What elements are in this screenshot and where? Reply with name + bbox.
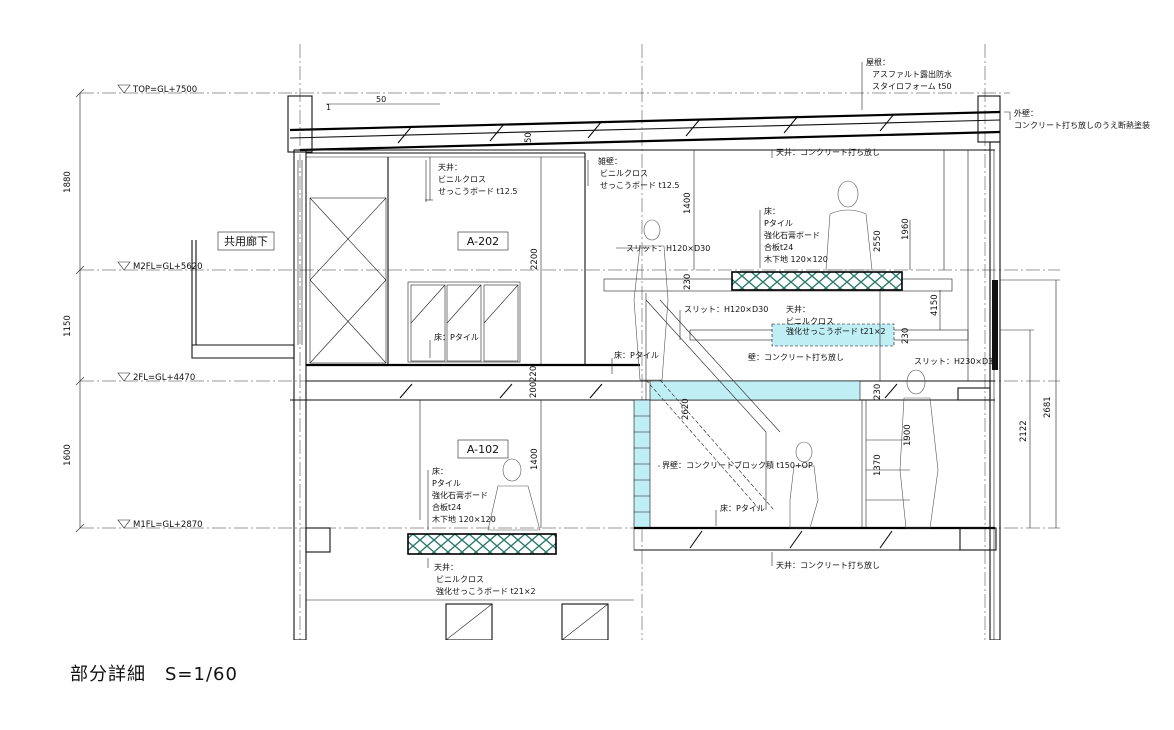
note-slit-1: スリット：H120×D30 [626, 244, 710, 253]
slab-2fl [290, 363, 995, 401]
note-floor-a102-2: 強化石膏ボード [432, 490, 488, 500]
note-ceiling-low-1: ビニルクロス [436, 575, 484, 584]
note-misc-wall-1: ビニルクロス [600, 169, 648, 178]
annotation-leaders [425, 62, 1011, 568]
level-top: TOP=GL+7500 [132, 85, 197, 95]
drawing-caption: 部分詳細 S=1/60 [70, 664, 238, 685]
note-floor-a102-3: 合板t24 [432, 502, 461, 512]
room-corridor: 共用廊下 [224, 234, 268, 248]
dim-2620: 2620 [681, 398, 691, 420]
dim-1150: 1150 [63, 315, 73, 337]
note-ceiling-a202-0: 天井： [438, 162, 462, 172]
left-dimensions: 1880 1150 1600 [63, 88, 85, 533]
note-ceiling-conc-low: 天井：コンクリート打ち放し [776, 560, 880, 570]
dimension-lines [540, 150, 1060, 528]
note-floor-upper-3: 合板t24 [764, 242, 793, 252]
note-floor-upper-2: 強化石膏ボード [764, 230, 820, 240]
dim-1370: 1370 [873, 454, 883, 476]
level-2fl: 2FL=GL+4470 [133, 373, 195, 383]
level-m1fl: M1FL=GL+2870 [133, 520, 203, 530]
dim-1600: 1600 [63, 444, 73, 466]
note-ceiling-mid-0: 天井： [786, 304, 810, 314]
room-a202: A-202 [306, 152, 586, 365]
note-floor-a102-0: 床： [432, 466, 448, 476]
note-outer-wall-1: コンクリート打ち放しのうえ断熱塗装 [1014, 120, 1150, 130]
dim-1880: 1880 [63, 171, 73, 193]
dim-50: 50 [524, 132, 534, 143]
note-wall-conc: 壁：コンクリート打ち放し [748, 352, 844, 362]
note-floor-p-a202: 床：Pタイル [434, 332, 479, 342]
note-ceiling-mid-2: 強化せっこうボード t21×2 [786, 326, 886, 336]
dim-1900: 1900 [903, 424, 913, 446]
note-floor-upper-4: 木下地 120×120 [764, 254, 828, 264]
note-floor-p-low: 床：Pタイル [720, 503, 765, 513]
note-slit-2: スリット：H120×D30 [684, 305, 768, 314]
note-roof-0: 屋根： [866, 57, 890, 67]
room-a202-label: A-202 [467, 235, 499, 248]
notes: 屋根： アスファルト露出防水 スタイロフォーム t50 外壁： コンクリート打ち… [432, 57, 1150, 596]
slab-lower: A-102 [305, 400, 997, 640]
dim-230-c: 230 [873, 384, 883, 400]
roof-slope-rise: 1 [326, 103, 331, 112]
dim-200: 200 [529, 382, 539, 398]
human-figures [487, 180, 939, 531]
note-floor-upper-0: 床： [764, 206, 780, 216]
outer-walls [293, 141, 1001, 640]
dim-2122: 2122 [1019, 420, 1029, 442]
dim-2200: 2200 [530, 248, 540, 270]
dim-2681: 2681 [1043, 396, 1053, 418]
level-m2fl: M2FL=GL+5620 [133, 262, 203, 272]
note-ceiling-conc-top: 天井：コンクリート打ち放し [776, 147, 880, 157]
note-roof-2: スタイロフォーム t50 [872, 82, 952, 91]
note-slit-3: スリット：H230×D30 [914, 357, 998, 366]
dim-230-b: 230 [901, 328, 911, 344]
level-markers: TOP=GL+7500 M2FL=GL+5620 2FL=GL+4470 M1F… [117, 84, 203, 530]
room-a102-label: A-102 [467, 443, 499, 456]
note-floor-a102-1: Pタイル [432, 479, 461, 488]
note-misc-wall-0: 雑壁： [598, 156, 622, 166]
dim-1400-top: 1400 [683, 192, 693, 214]
corridor: 共用廊下 [191, 231, 295, 359]
dim-1960: 1960 [901, 218, 911, 240]
section-drawing: TOP=GL+7500 M2FL=GL+5620 2FL=GL+4470 M1F… [63, 44, 1150, 640]
roof: 1 50 [287, 95, 1001, 153]
note-boundary-wall: 界壁：コンクリートブロック積 t150+OP [662, 460, 813, 470]
note-roof-1: アスファルト露出防水 [872, 69, 952, 79]
note-ceiling-a202-2: せっこうボード t12.5 [438, 187, 518, 196]
note-outer-wall-0: 外壁： [1014, 108, 1038, 118]
note-ceiling-mid-1: ビニルクロス [786, 317, 834, 326]
dim-230-a: 230 [683, 274, 693, 290]
note-floor-upper-1: Pタイル [764, 219, 793, 228]
note-floor-p-mid: 床：Pタイル [614, 350, 659, 360]
dim-1400-low: 1400 [530, 448, 540, 470]
dim-4150: 4150 [930, 294, 940, 316]
boundary-wall [633, 399, 651, 529]
mezzanine-upper [603, 271, 969, 347]
note-ceiling-low-2: 強化せっこうボード t21×2 [436, 586, 536, 596]
inner-dimension-texts: 50 1400 2200 230 2550 1960 4150 230 220 … [524, 132, 1053, 476]
note-misc-wall-2: せっこうボード t12.5 [600, 181, 680, 190]
dim-2550: 2550 [873, 230, 883, 252]
note-ceiling-low-0: 天井： [434, 562, 458, 572]
note-ceiling-a202-1: ビニルクロス [438, 175, 486, 184]
right-shelves [861, 150, 969, 528]
dim-220: 220 [529, 366, 539, 382]
note-floor-a102-4: 木下地 120×120 [432, 514, 496, 524]
roof-slope-run: 50 [376, 95, 386, 104]
